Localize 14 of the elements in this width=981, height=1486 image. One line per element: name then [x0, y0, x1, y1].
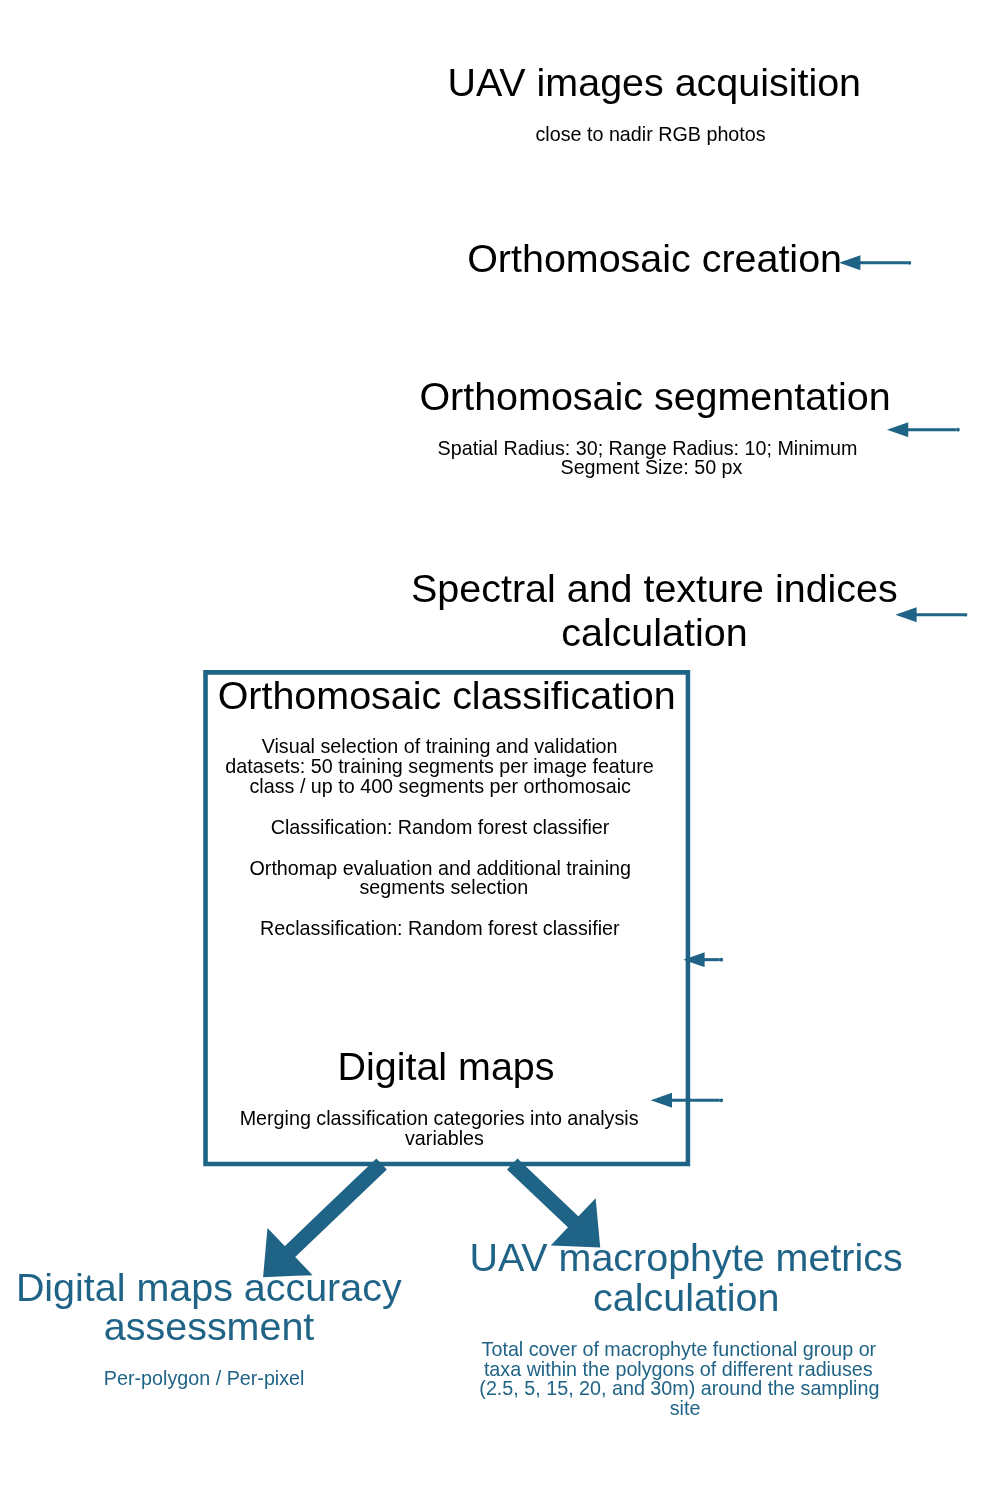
node-text: UAV images acquisition close to nadir RGB photos [447, 59, 862, 145]
arrow [683, 952, 720, 968]
node-text: UAV macrophyte metrics calculation Total cover of macrophyte functional group or taxa within the polygons of different radiuses (2.5, 5, 15, 20, and 30m) around the sampling site [469, 1235, 903, 1419]
arrow [887, 422, 957, 438]
arrow [263, 1158, 387, 1278]
node-text: Orthomosaic segmentation Spatial Radius: 30; Range Radius: 10; Minimum Segment Size: 50 px [419, 373, 891, 479]
arrow [895, 607, 964, 623]
node-text: Digital maps accuracy assessment Per-polygon / Per-pixel [15, 1265, 402, 1390]
arrow [839, 255, 908, 271]
node-text: Digital maps Merging classification categories into analysis variables [239, 1044, 639, 1149]
arrow [507, 1158, 601, 1248]
node-text: Spectral and texture indices calculation [411, 566, 898, 655]
arrow [650, 1092, 720, 1108]
node-text: Orthomosaic creation [467, 236, 843, 281]
